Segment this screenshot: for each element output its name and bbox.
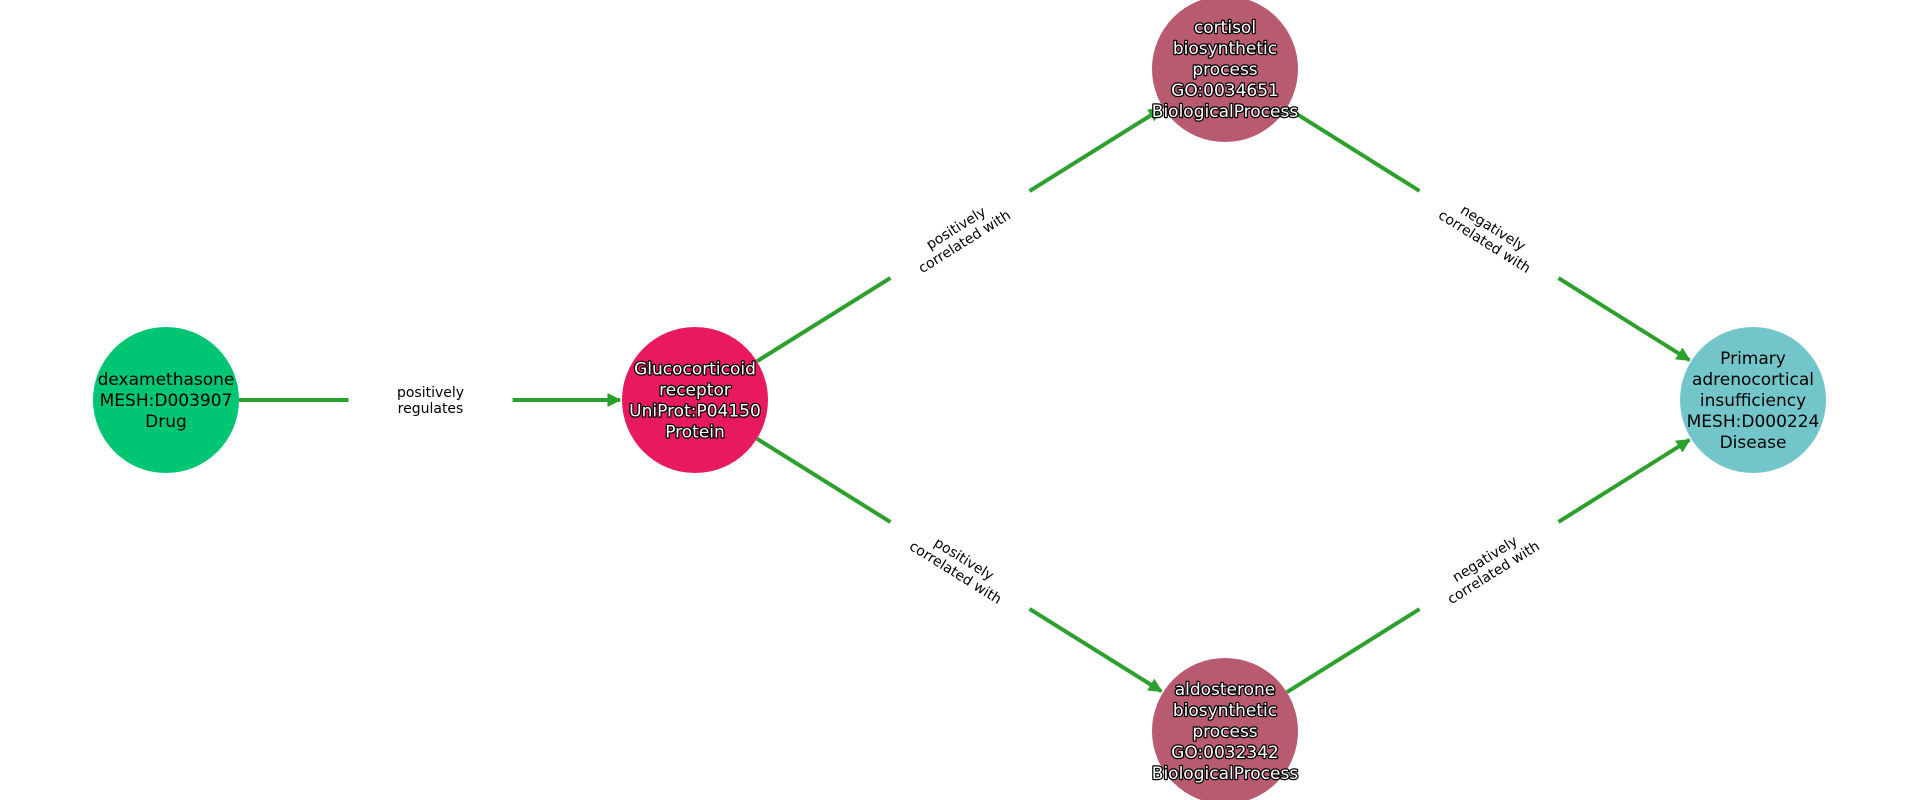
edge-gr-aldo: positivelycorrelated with [755, 436, 1163, 693]
node-label-line: Drug [145, 412, 187, 432]
node-label-line: process [1192, 60, 1257, 80]
edge-arrow [1557, 438, 1691, 524]
node-label-line: BiologicalProcess [1152, 102, 1299, 122]
node-label-line: MESH:D003907 [100, 391, 233, 411]
node-circle[interactable] [1152, 658, 1298, 800]
node-label-line: GO:0032342 [1171, 743, 1279, 763]
node-label-line: Glucocorticoid [634, 360, 756, 380]
node-label-line: process [1192, 722, 1257, 742]
node-label-line: dexamethasone [98, 370, 235, 390]
node-circle[interactable] [93, 327, 239, 473]
edge-label: positivelycorrelated with [907, 194, 1013, 277]
node-label-line: receptor [659, 381, 731, 401]
node-circle[interactable] [622, 327, 768, 473]
node-circle[interactable] [1680, 327, 1826, 473]
edge-label: negativelycorrelated with [1436, 525, 1542, 608]
node-label-line: Disease [1720, 433, 1787, 453]
node-label-line: cortisol [1194, 18, 1256, 38]
edge-arrow [1028, 607, 1163, 693]
node-label-line: insufficiency [1700, 391, 1806, 411]
edge-label-line: positively [397, 385, 464, 401]
node-label-line: aldosterone [1175, 680, 1276, 700]
edge-line [755, 436, 892, 524]
edge-line [1285, 106, 1421, 193]
edge-label: positivelycorrelated with [906, 525, 1012, 608]
edge-gr-cort: positivelycorrelated with [755, 107, 1163, 364]
node-label-line: biosynthetic [1173, 39, 1277, 59]
node-circle[interactable] [1152, 0, 1298, 142]
edge-cort-pai: negativelycorrelated with [1285, 106, 1691, 362]
node-label-line: MESH:D000224 [1687, 412, 1820, 432]
node-label-line: GO:0034651 [1171, 81, 1279, 101]
edge-label-line: regulates [398, 401, 464, 417]
node-label-line: UniProt:P04150 [629, 402, 761, 422]
node-label-line: Protein [665, 423, 725, 443]
edge-arrow [1557, 276, 1691, 362]
edge-arrow [1028, 107, 1163, 193]
edge-line [1285, 607, 1421, 694]
node-label-line: adrenocortical [1692, 370, 1814, 390]
edge-line [755, 276, 892, 364]
node-label-line: biosynthetic [1173, 701, 1277, 721]
node-label-line: BiologicalProcess [1152, 764, 1299, 784]
node-label-line: Primary [1720, 349, 1786, 369]
edge-label: negativelycorrelated with [1435, 194, 1541, 277]
edge-aldo-pai: negativelycorrelated with [1285, 438, 1691, 694]
